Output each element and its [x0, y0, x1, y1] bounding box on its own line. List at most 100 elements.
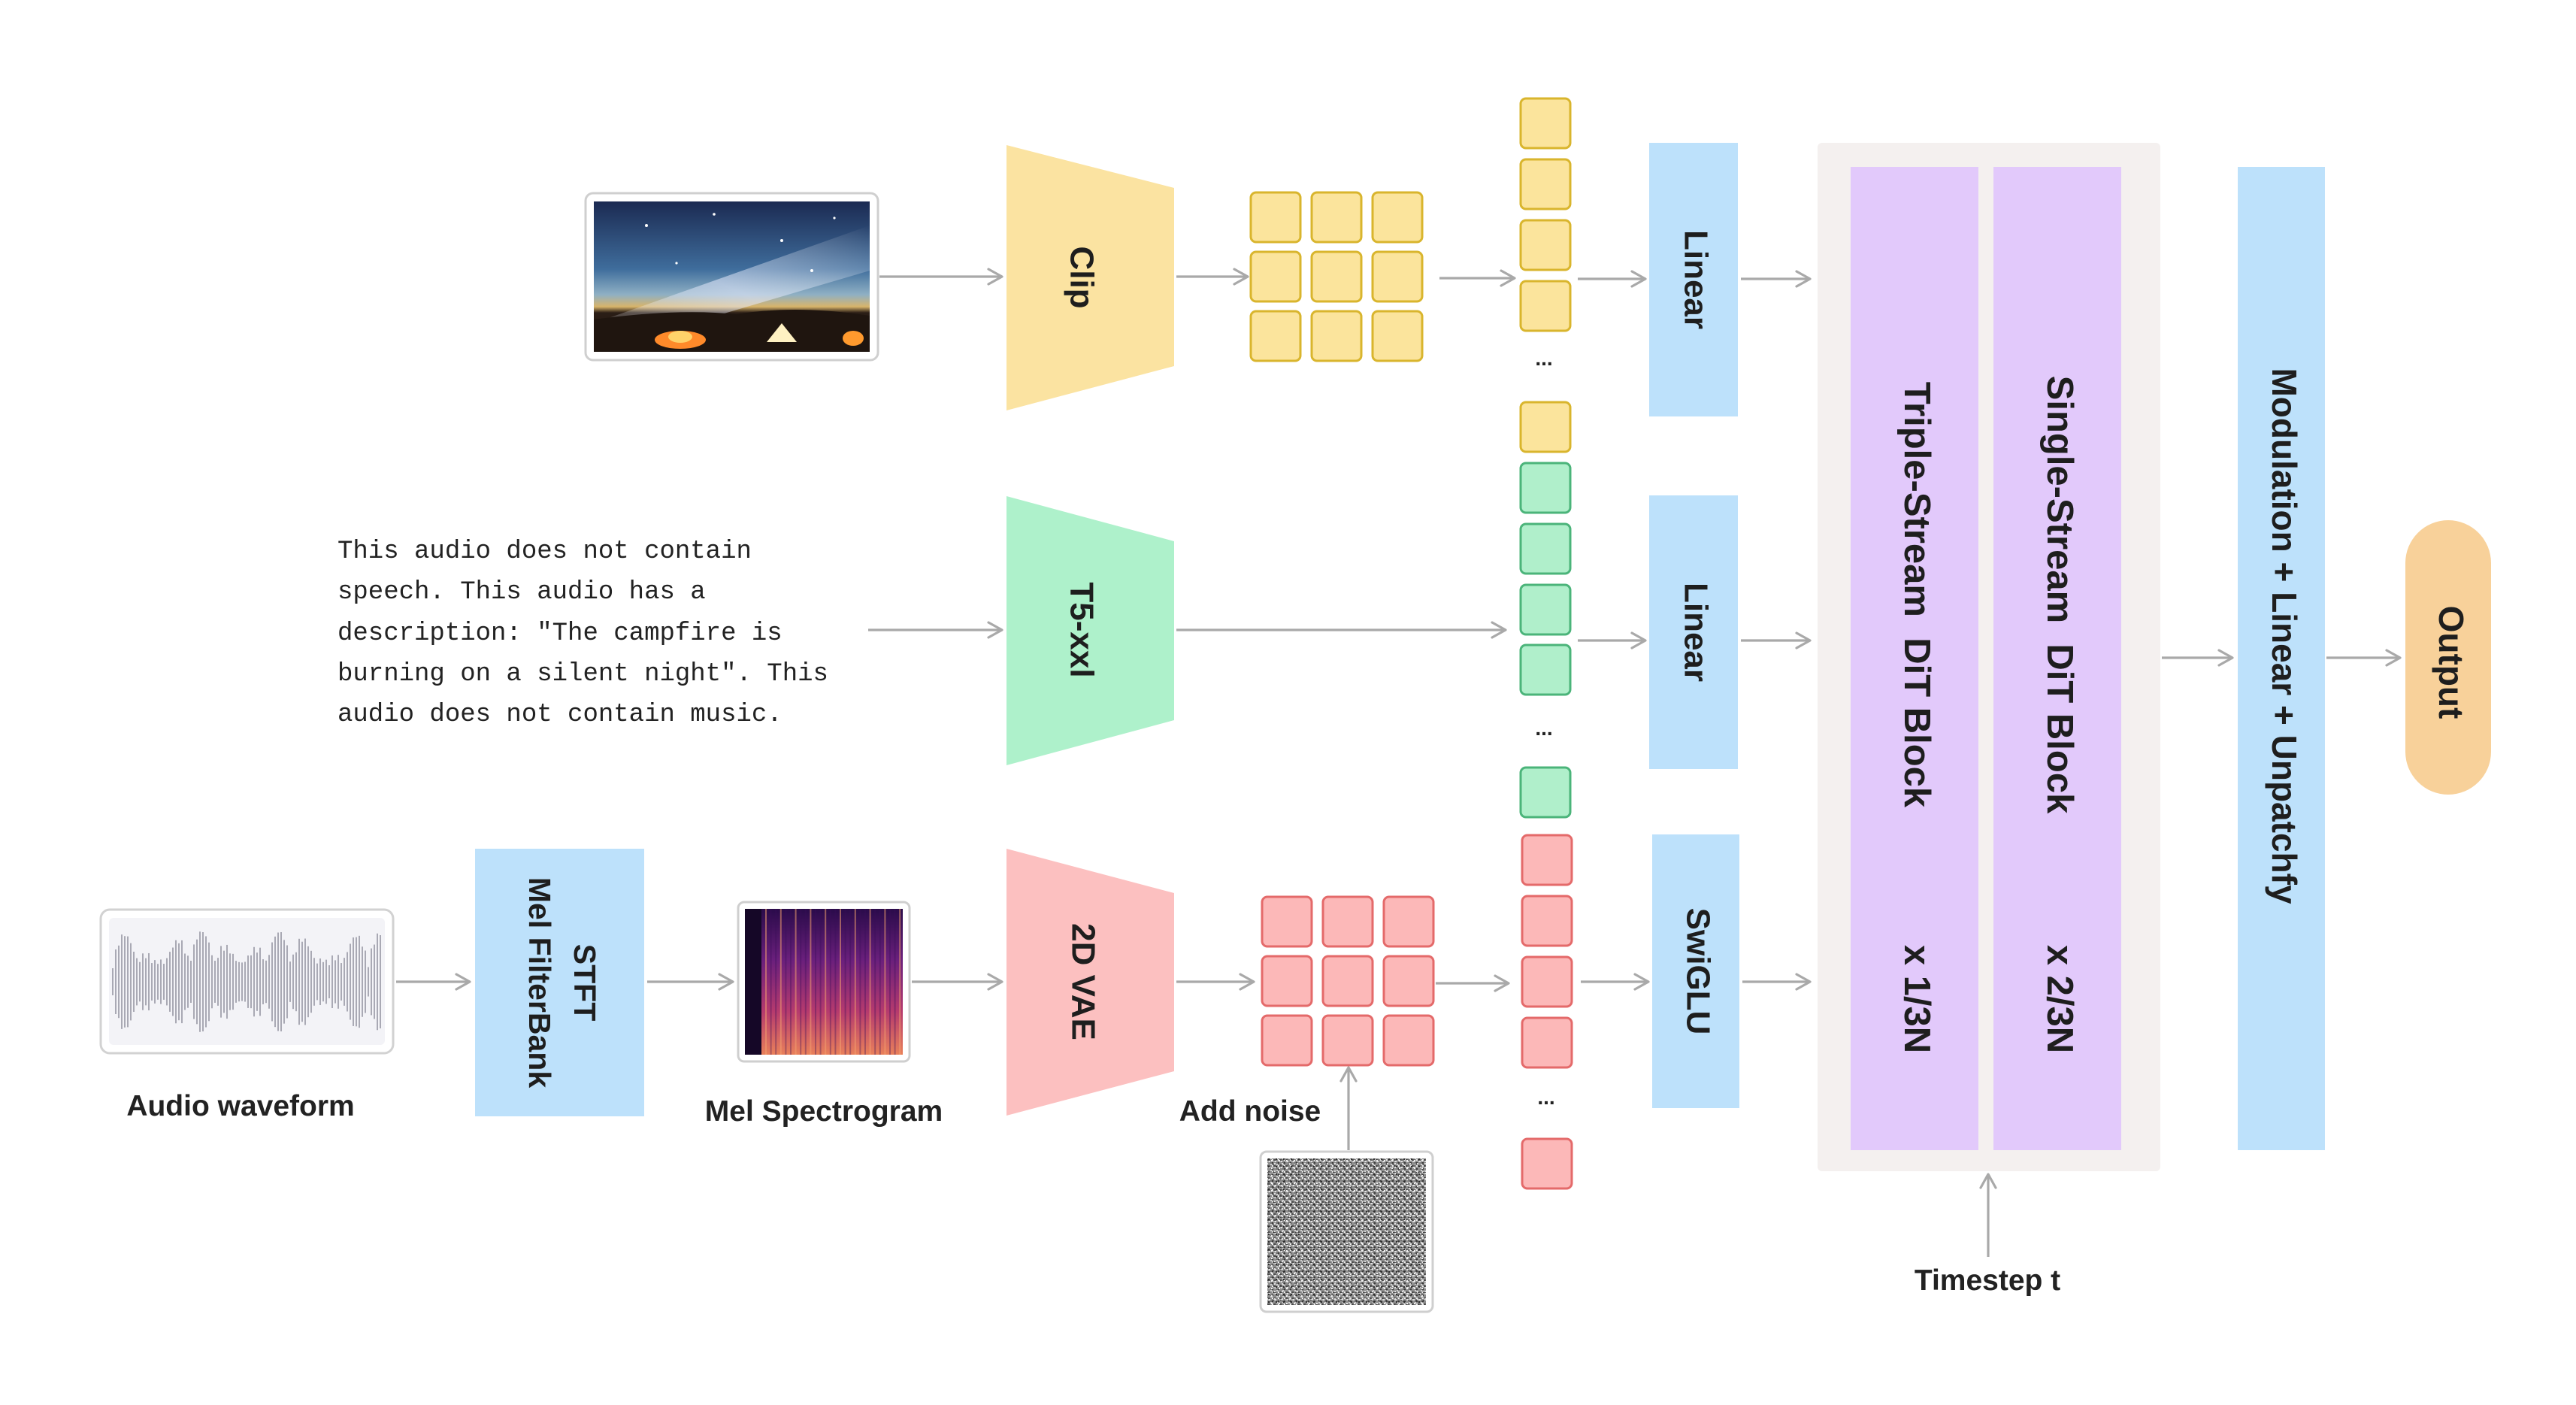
- mel-streak: [849, 909, 852, 1055]
- clip-encoder: [1006, 145, 1174, 410]
- mel-streak: [889, 909, 891, 1055]
- clip-sequence-token: [1519, 219, 1572, 271]
- latent-token: [1261, 1014, 1313, 1067]
- mel-streak: [844, 909, 846, 1055]
- mel-streak: [894, 909, 896, 1055]
- mel-streak: [800, 909, 802, 1055]
- mel-streak: [779, 909, 782, 1055]
- clip-sequence-token: [1519, 401, 1572, 453]
- triple-stream-dit-block: [1851, 167, 1978, 1150]
- mel-streak: [879, 909, 881, 1055]
- clip-token: [1249, 191, 1302, 244]
- clip-token: [1249, 310, 1302, 362]
- add-noise-label: Add noise: [1179, 1095, 1321, 1128]
- clip-sequence-token: [1519, 97, 1572, 150]
- mel-streak: [864, 909, 866, 1055]
- vae-encoder-label: 2D VAE: [1064, 923, 1101, 1040]
- mel-streak: [825, 909, 827, 1055]
- stft-label: STFT: [568, 944, 602, 1021]
- prompt-line-1: This audio does not contain: [338, 537, 752, 566]
- clip-encoder-label: Clip: [1063, 246, 1100, 308]
- ellipsis-1: ...: [1535, 347, 1552, 370]
- latent-token: [1321, 955, 1374, 1007]
- latent-token: [1382, 895, 1435, 948]
- audio-waveform-label: Audio waveform: [126, 1090, 354, 1122]
- audio-sequence-token: [1521, 1016, 1573, 1069]
- linear-2-label: Linear: [1677, 583, 1714, 682]
- input-image: [584, 192, 879, 362]
- timestep-label: Timestep t: [1915, 1264, 2060, 1297]
- swiglu-projection: [1652, 834, 1739, 1108]
- mel-streak: [869, 909, 871, 1055]
- audio-sequence-token: [1521, 834, 1573, 886]
- final-layer-label: Modulation + Linear + Unpatchfy: [2265, 368, 2304, 904]
- mel-streak: [785, 909, 787, 1055]
- clip-sequence-token: [1519, 158, 1572, 210]
- mel-streak: [874, 909, 876, 1055]
- mel-streak: [765, 909, 767, 1055]
- audio-latent-grid: [1261, 895, 1435, 1067]
- stft-melfilterbank-block: [475, 849, 644, 1116]
- text-prompt: This audio does not contain speech. This…: [338, 537, 828, 729]
- t5-sequence-token: [1519, 583, 1572, 636]
- waveform-bars: [112, 931, 381, 1032]
- linear-1-label: Linear: [1677, 230, 1714, 329]
- latent-token: [1321, 1014, 1374, 1067]
- vae-encoder: [1006, 849, 1174, 1116]
- mel-streak: [840, 909, 841, 1055]
- mel-streak: [829, 909, 831, 1055]
- audio-waveform-image: [99, 908, 395, 1055]
- mel-streak: [775, 909, 777, 1055]
- mel-streak: [795, 909, 797, 1055]
- latent-token: [1382, 955, 1435, 1007]
- mel-streak: [854, 909, 856, 1055]
- single-stream-dit-block: [1993, 167, 2121, 1150]
- mel-filterbank-label: Mel FilterBank: [522, 877, 557, 1088]
- t5-sequence-token: [1519, 462, 1572, 514]
- prompt-line-3: description: "The campfire is: [338, 619, 782, 648]
- mel-spectrogram-image: [737, 901, 911, 1063]
- mel-streak: [790, 909, 792, 1055]
- mel-streak: [770, 909, 772, 1055]
- single-stream-label: Single-Stream DiT Block: [2039, 376, 2080, 814]
- output-label: Output: [2432, 606, 2471, 719]
- prompt-line-4: burning on a silent night". This: [338, 660, 828, 689]
- clip-token: [1249, 250, 1302, 303]
- mel-streak: [859, 909, 861, 1055]
- prompt-line-5: audio does not contain music.: [338, 701, 782, 729]
- t5-sequence-token: [1519, 766, 1572, 819]
- triple-stream-repeat: x 1/3N: [1896, 945, 1937, 1053]
- latent-token: [1261, 955, 1313, 1007]
- latent-token: [1261, 895, 1313, 948]
- t5-sequence-token: [1519, 522, 1572, 575]
- linear-projection-2: [1649, 495, 1738, 769]
- clip-token-grid: [1249, 191, 1424, 362]
- mel-streak: [810, 909, 812, 1055]
- t5-encoder-label: T5-xxl: [1063, 582, 1100, 677]
- mel-streak: [834, 909, 837, 1055]
- mel-streak: [899, 909, 901, 1055]
- swiglu-label: SwiGLU: [1679, 908, 1716, 1035]
- clip-token: [1310, 191, 1363, 244]
- single-stream-repeat: x 2/3N: [2039, 945, 2080, 1053]
- ellipsis-3: ...: [1537, 1086, 1554, 1109]
- mel-spectrogram-label: Mel Spectrogram: [705, 1095, 943, 1128]
- latent-token: [1382, 1014, 1435, 1067]
- clip-token: [1371, 310, 1424, 362]
- t5-sequence-token: [1519, 643, 1572, 696]
- audio-sequence-token: [1521, 955, 1573, 1008]
- prompt-line-2: speech. This audio has a: [338, 578, 706, 607]
- clip-token: [1310, 310, 1363, 362]
- output-node: [2405, 520, 2491, 795]
- ellipsis-2: ...: [1535, 716, 1552, 740]
- t5-encoder: [1006, 496, 1174, 765]
- final-layer: [2238, 167, 2325, 1150]
- token-column: [1519, 97, 1573, 1190]
- clip-sequence-token: [1519, 280, 1572, 332]
- mel-streak: [884, 909, 886, 1055]
- mel-streak: [819, 909, 822, 1055]
- clip-token: [1310, 250, 1363, 303]
- clip-token: [1371, 191, 1424, 244]
- audio-sequence-token: [1521, 895, 1573, 947]
